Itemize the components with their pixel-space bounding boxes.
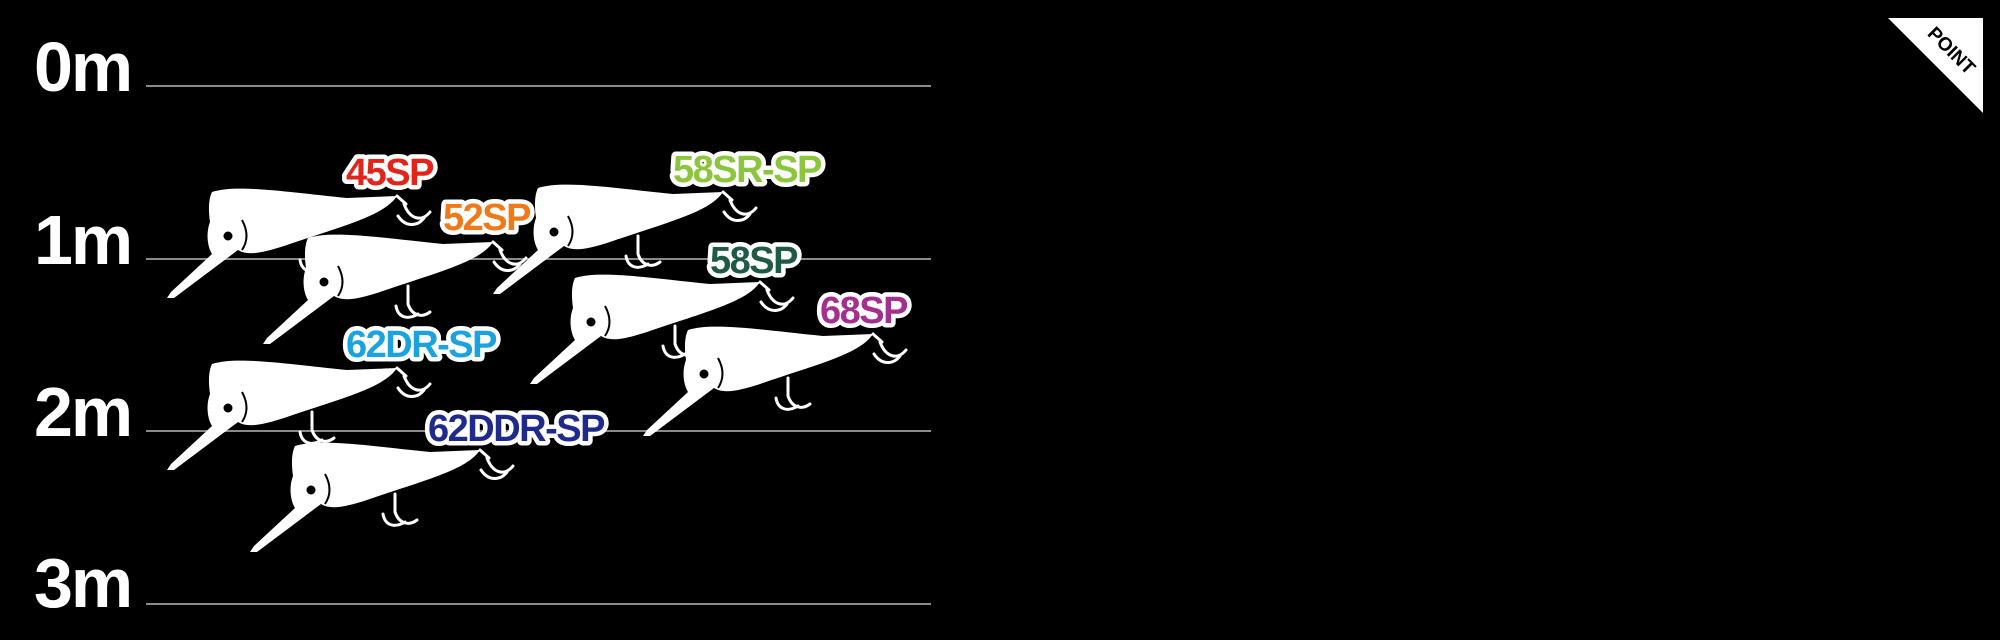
label-68sp: 68SP [820, 290, 908, 332]
depth-label-2m: 2m [34, 373, 133, 451]
depth-line-2m [146, 430, 931, 432]
point-badge: POINT [1888, 18, 1983, 113]
depth-line-3m [146, 603, 931, 605]
depth-line-0m [146, 85, 931, 87]
label-62dr-sp: 62DR-SP [346, 324, 497, 366]
depth-label-1m: 1m [34, 201, 133, 279]
depth-label-3m: 3m [34, 544, 133, 622]
label-45sp: 45SP [346, 152, 434, 194]
lure-62ddr-sp [248, 441, 515, 554]
label-52sp: 52SP [443, 197, 531, 239]
lure-68sp [641, 325, 908, 438]
label-62ddr-sp: 62DDR-SP [428, 408, 605, 450]
depth-label-0m: 0m [34, 28, 133, 106]
label-58sp: 58SP [710, 240, 798, 282]
label-58sr-sp: 58SR-SP [673, 149, 822, 191]
